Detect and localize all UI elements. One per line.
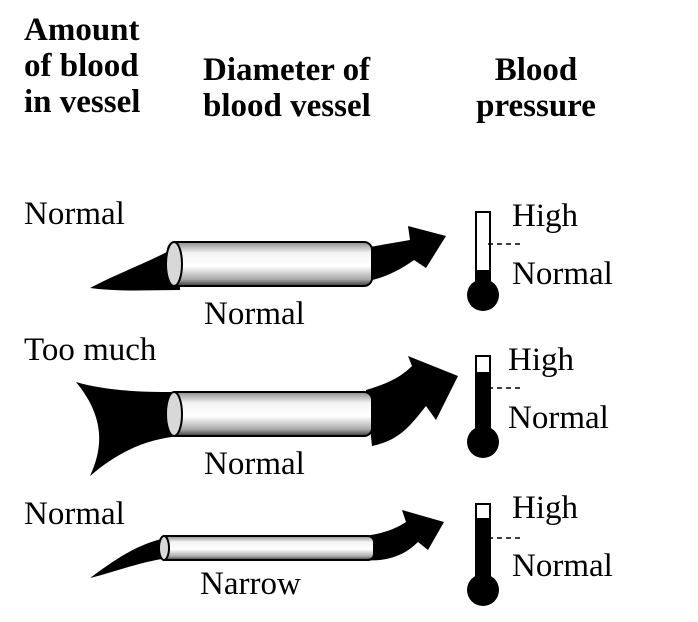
row-3-thermometer xyxy=(467,503,520,606)
row-1-thermometer xyxy=(467,211,520,311)
row-2-inflow-blob xyxy=(76,382,182,476)
row-1-outflow-arrow xyxy=(364,226,446,282)
row-2-diameter-label: Normal xyxy=(204,446,305,482)
row-2-amount-label: Too much xyxy=(24,332,157,368)
row-2-high-label: High xyxy=(508,342,574,378)
diameter-header-line-2: blood vessel xyxy=(203,88,371,124)
row-1-normal-label: Normal xyxy=(512,256,613,292)
row-2-vessel xyxy=(167,391,373,437)
row-2-thermometer xyxy=(467,355,520,458)
row-1-diameter-label: Normal xyxy=(204,296,305,332)
row-3-inflow-blob xyxy=(90,538,168,578)
row-3-amount-label: Normal xyxy=(24,496,125,532)
row-2-normal-label: Normal xyxy=(508,400,609,436)
pressure-header: Blood pressure xyxy=(461,52,611,124)
row-1-inflow-blob xyxy=(90,246,180,291)
row-3-thermometer-bulb xyxy=(467,574,499,606)
amount-header-line-1: Amount xyxy=(24,12,140,48)
row-3-normal-label: Normal xyxy=(512,548,613,584)
row-1-vessel-opening xyxy=(165,241,183,287)
row-3-high-label: High xyxy=(512,490,578,526)
amount-header: Amount of blood in vessel xyxy=(24,12,140,120)
row-3-vessel-opening xyxy=(158,535,170,561)
pressure-header-line-2: pressure xyxy=(476,88,596,124)
row-3-outflow-arrow xyxy=(364,510,444,561)
row-1-thermometer-bulb xyxy=(467,279,499,311)
row-1-thermometer-level xyxy=(477,270,489,282)
row-1-high-label: High xyxy=(512,198,578,234)
row-3-thermometer-level xyxy=(477,518,489,586)
row-3-flow xyxy=(90,510,444,578)
row-2-vessel-opening xyxy=(165,391,183,437)
row-1-thermometer-tube xyxy=(475,211,491,281)
row-3-diameter-label: Narrow xyxy=(200,566,301,602)
row-1-amount-label: Normal xyxy=(24,196,125,232)
row-1-vessel xyxy=(167,241,373,287)
row-1-flow xyxy=(90,226,446,291)
row-3-vessel xyxy=(159,535,375,561)
row-2-flow xyxy=(76,356,458,476)
row-2-thermometer-level xyxy=(477,372,489,438)
diameter-header: Diameter of blood vessel xyxy=(203,52,371,124)
row-2-thermometer-bulb xyxy=(467,426,499,458)
amount-header-line-2: of blood xyxy=(24,48,139,84)
amount-header-line-3: in vessel xyxy=(24,84,141,120)
diameter-header-line-1: Diameter of xyxy=(203,52,371,88)
row-2-outflow-arrow xyxy=(366,356,458,446)
pressure-header-line-1: Blood xyxy=(494,52,578,88)
